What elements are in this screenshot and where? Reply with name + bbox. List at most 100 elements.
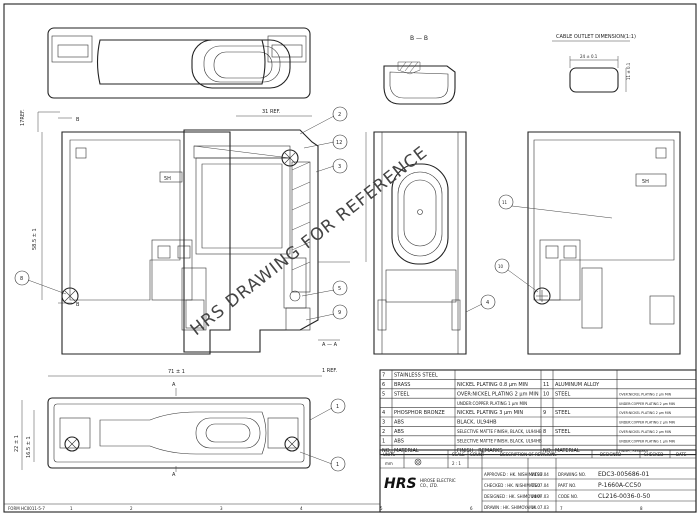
drawing-no-label: DRAWING NO. [558, 472, 586, 477]
svg-text:1: 1 [336, 462, 339, 468]
balloons: 2 12 3 5 9 8 4 [14, 106, 613, 472]
scale-value: 2 : 1 [452, 461, 461, 466]
bom-cell-finish: UNDER:COPPER PLATING 1 μm MIN [457, 401, 527, 406]
svg-text:8: 8 [20, 276, 23, 282]
label-5h-left: 5H [164, 176, 171, 182]
designed-date: 14.07.03 [531, 494, 549, 499]
company-name: HIROSE ELECTRIC CO., LTD. [420, 478, 456, 488]
svg-text:12: 12 [336, 140, 342, 146]
bom-header-finish2: FINISH , REMARKS [619, 449, 648, 453]
bom-cell-finish: OVER:NICKEL PLATING 2 μm MIN [457, 391, 539, 397]
ruler-zone: 8 [640, 506, 643, 511]
balloon-7: 2 [299, 106, 348, 135]
ruler-zone: 4 [300, 506, 303, 511]
bom-cell-finish2: OVER:NICKEL PLATING 2 μm MIN [619, 392, 672, 396]
bom-cell-no: 3 [382, 420, 385, 426]
bom-header-material: MATERIAL [394, 448, 419, 454]
right-view: 5H [527, 131, 681, 355]
front-view: 17REF. B B 5H 58.5 ± 1 [20, 109, 231, 355]
ruler-zone: 2 [130, 506, 133, 511]
balloon-5: 5 [301, 280, 348, 297]
drawn: DRAWN : HK. SHIMOYAMA [484, 505, 536, 510]
balloon-10: 10 [494, 258, 539, 293]
bom-cell-no: 2 [382, 429, 385, 435]
dim-31ref: 31 REF. [262, 109, 281, 115]
code-no-label: CODE NO. [558, 494, 578, 499]
approved-date: 14.07.04 [531, 472, 549, 477]
view-a-bottom: A [172, 472, 176, 478]
balloon-2: 1 [309, 398, 346, 421]
balloon-3: 3 [315, 158, 348, 174]
bom-cell-material2: STEEL [555, 391, 571, 397]
bom-cell-material: STEEL [394, 391, 410, 397]
hrs-logo: HRS [384, 476, 417, 492]
ruler-zone: 6 [470, 506, 473, 511]
bom-cell-material: STAINLESS STEEL [394, 373, 438, 379]
bom-header-no2: NO. [543, 448, 552, 454]
title-block: UNITS mm SCALE 2 : 1 COUNT DESCRIPTION O… [379, 449, 697, 513]
dim-16-5: 16.5 ± 1 [26, 436, 32, 458]
ruler-zone: 7 [560, 506, 563, 511]
bom-cell-finish: BLACK, UL94HB [457, 420, 497, 426]
count-label: COUNT [470, 452, 485, 457]
ruler-zone: 3 [220, 506, 223, 511]
checked-date: 14.07.04 [531, 483, 549, 488]
svg-text:5: 5 [338, 286, 341, 292]
code-no: CL216-0036-0-50 [598, 493, 650, 500]
svg-text:4: 4 [486, 300, 489, 306]
cable-outlet-height: 11 ± 0.1 [626, 62, 631, 80]
units-label: UNITS [383, 452, 396, 457]
ruler-zone: 1 [70, 506, 73, 511]
designed: DESIGNED : HK. SHIMOYAMA [484, 494, 542, 499]
dim-58-5: 58.5 ± 1 [32, 228, 38, 250]
drawn-date: 14.07.03 [531, 505, 549, 510]
svg-text:2: 2 [338, 112, 341, 118]
side-view [365, 131, 467, 355]
view-b-top: B [76, 117, 80, 123]
svg-text:3: 3 [338, 164, 341, 170]
bom-cell-no2: 11 [543, 382, 549, 388]
bom-cell-no2: 9 [543, 410, 546, 416]
bom-cell-finish2: UNDER:COPPER PLATING 1 μm MIN [619, 439, 676, 443]
bom-cell-material: PHOSPHOR BRONZE [394, 410, 445, 416]
dim-1ref: 1 REF. [322, 368, 337, 374]
desc-label: DESCRIPTION OF REVISIONS [500, 452, 557, 457]
bom-cell-material: ABS [394, 438, 404, 444]
watermark: HRS DRAWING FOR REFERENCE [187, 142, 432, 339]
designed-col-label: DESIGNED [600, 452, 621, 457]
balloon-11: 11 [498, 194, 613, 219]
balloon-8: 8 [14, 270, 67, 295]
bottom-view: 71 ± 1 1 REF. A A 22 ± 1 16.5 ± 1 [14, 368, 337, 478]
part-no-label: PART NO. [558, 483, 576, 488]
bom-cell-material2: STEEL [555, 410, 571, 416]
units-value: mm [385, 461, 393, 466]
bom-cell-no: 7 [382, 373, 385, 379]
checked-col-label: CHECKED [644, 452, 663, 457]
scale-label: SCALE [452, 452, 465, 457]
bom-cell-finish2: OVER:NICKEL PLATING 2 μm MIN [619, 430, 672, 434]
svg-text:9: 9 [338, 310, 341, 316]
label-5h-right: 5H [642, 179, 649, 185]
bom-cell-finish: SELECTIVE MATTE FINISH, BLACK, UL94HB [457, 438, 542, 443]
svg-text:11: 11 [502, 200, 508, 205]
bom-cell-material2: ALUMINUM ALLOY [555, 382, 600, 388]
date-col-label: DATE [676, 452, 687, 457]
bom-cell-no: 6 [382, 382, 385, 388]
bom-cell-material: BRASS [394, 382, 410, 388]
cable-outlet-title: CABLE OUTLET DIMENSION(1:1) [556, 34, 636, 40]
view-b-bottom: B [76, 302, 80, 308]
bom-cell-finish2: UNDER:COPPER PLATING 2 μm MIN [619, 402, 676, 406]
cable-outlet-view: CABLE OUTLET DIMENSION(1:1) 24 ± 0.1 11 … [552, 34, 636, 93]
section-bb-view: B — B [383, 35, 456, 105]
balloon-4: 4 [465, 294, 496, 313]
bom-cell-finish: NICKEL PLATING 3 μm MIN [457, 410, 523, 416]
bom-cell-material2: STEEL [555, 429, 571, 435]
bom-header-no: NO. [382, 448, 391, 454]
bom-cell-finish: NICKEL PLATING 0.8 μm MIN [457, 382, 528, 388]
view-aa-label: A — A [322, 342, 338, 348]
section-bb-label: B — B [410, 35, 428, 42]
part-no: P-1660A-CC50 [598, 482, 641, 489]
top-view [47, 27, 311, 99]
